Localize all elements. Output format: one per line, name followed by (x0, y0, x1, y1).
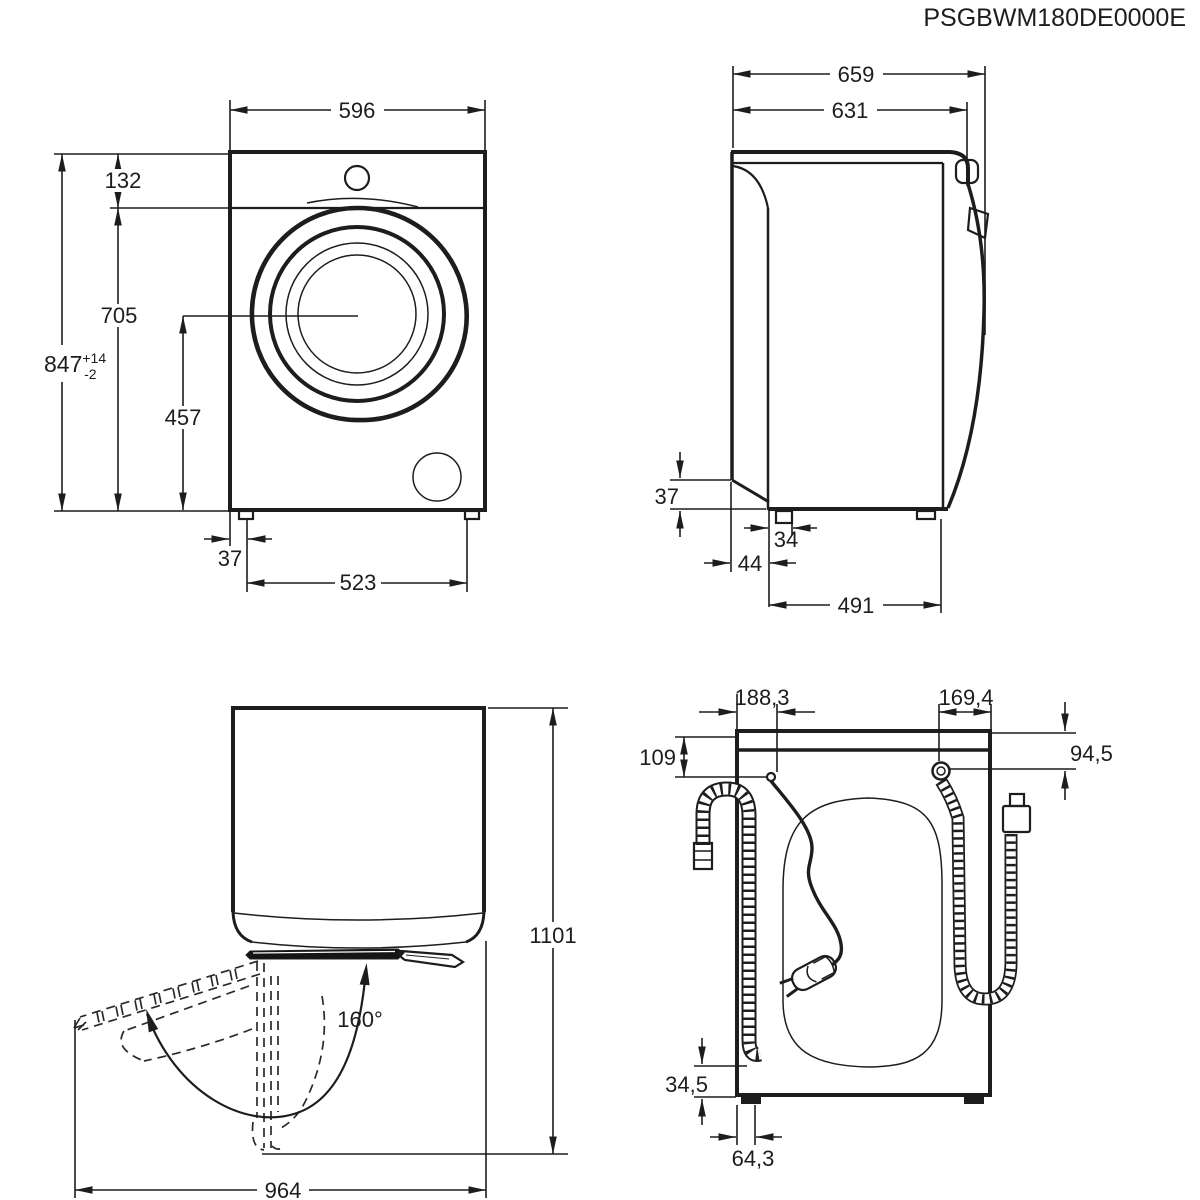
dim-label-drain-x: 64,3 (732, 1146, 775, 1171)
dim-side-front-inset: 44 (704, 482, 796, 576)
dim-label-depth-body: 631 (832, 98, 869, 123)
dim-label-foot-spacing: 523 (340, 570, 377, 595)
rear-right-foot (964, 1095, 984, 1104)
dim-rear-cord-y: 109 (639, 736, 766, 778)
rear-view: 188,3 169,4 109 94,5 34,5 (639, 685, 1113, 1171)
dim-label-depth-door-open: 1101 (529, 923, 576, 948)
dim-rear-inlet-x: 169,4 (938, 685, 994, 761)
top-view: 160° 1101 964 (73, 706, 581, 1200)
dim-front-door-center: 457 (162, 316, 205, 510)
door-handle-top (398, 949, 466, 969)
dim-front-height: 847+14-2 (40, 153, 247, 512)
arc-arrowhead-open (146, 1009, 159, 1033)
dim-label-plinth-height: 37 (655, 484, 679, 509)
dim-front-panel-to-floor: 705 (97, 208, 142, 511)
top-machine-outline (231, 706, 486, 969)
side-rear-foot (915, 509, 937, 521)
inlet-hose-nub (1008, 792, 1026, 808)
dim-front-panel-height: 132 (100, 154, 230, 209)
door-swing-positions (73, 960, 326, 1151)
dim-label-panel-to-floor: 705 (101, 303, 138, 328)
side-front-foot (774, 509, 794, 525)
drain-filter-cap (412, 452, 462, 502)
side-view: 659 631 37 34 44 (655, 62, 990, 618)
dim-rear-drain-x: 64,3 (710, 1105, 782, 1171)
rear-left-foot (741, 1095, 761, 1104)
power-cord (765, 771, 844, 998)
rear-machine-outline (735, 729, 992, 1104)
dim-side-foot-spacing: 491 (769, 519, 942, 618)
dim-side-depth-body: 631 (733, 98, 968, 186)
dim-label-panel-height: 132 (105, 168, 142, 193)
drain-hose (692, 781, 762, 1062)
door-glass-inner (297, 254, 417, 374)
dim-label-cord-y: 109 (639, 745, 676, 770)
dim-front-foot-inset: 37 (204, 512, 272, 592)
dim-rear-cord-x: 188,3 (699, 685, 815, 772)
open-door-rib-marks (96, 968, 238, 1023)
dim-label-width-door-open: 964 (265, 1178, 302, 1200)
dim-front-foot-spacing: 523 (247, 519, 468, 595)
door-gasket-outer (249, 205, 469, 423)
dim-rear-drain-clearance: 34,5 (665, 1038, 747, 1125)
closed-door-edge (245, 948, 405, 960)
dim-side-plinth-height: 37 (655, 452, 766, 537)
arc-arrowhead-closed (359, 963, 370, 986)
cord-anchor (765, 771, 777, 783)
dim-label-inlet-y: 94,5 (1070, 741, 1113, 766)
front-left-foot (237, 509, 255, 521)
dim-front-width: 596 (229, 98, 486, 150)
door-top-trim-arc (306, 197, 419, 208)
front-right-foot (463, 509, 481, 521)
dim-label-door-angle: 160° (337, 1007, 383, 1032)
door-swing-arc: 160° (145, 963, 383, 1119)
side-machine-outline (730, 150, 990, 525)
dim-side-foot-width: 34 (744, 511, 817, 607)
side-door-bulge (946, 183, 986, 509)
dim-label-front-width: 596 (339, 98, 376, 123)
front-view: 596 847+14-2 132 705 457 (40, 98, 487, 595)
door-glass-outer (285, 242, 429, 386)
inlet-hose (931, 761, 1032, 1006)
power-plug (779, 954, 838, 998)
dim-label-front-height: 847+14-2 (44, 350, 106, 382)
dim-label-front-inset: 44 (738, 551, 762, 576)
dim-top-width-door-open: 964 (74, 941, 487, 1200)
dim-label-side-foot-spacing: 491 (838, 593, 875, 618)
dim-top-depth-door-open: 1101 (262, 707, 581, 1155)
drain-hose-connector (692, 841, 714, 871)
dim-label-foot-inset: 37 (218, 546, 242, 571)
door-ring (268, 225, 446, 403)
detergent-knob (343, 164, 371, 192)
dim-rear-inlet-y: 94,5 (950, 702, 1113, 800)
dim-label-foot-width: 34 (774, 527, 798, 552)
inlet-hose-connector (1001, 804, 1032, 834)
front-machine-outline (183, 150, 487, 521)
inlet-anchor (931, 761, 951, 781)
dim-label-cord-x: 188,3 (734, 685, 789, 710)
drawing-title: PSGBWM180DE0000E (923, 4, 1186, 32)
tub-outline (782, 797, 943, 1068)
dim-label-drain-clearance: 34,5 (665, 1072, 708, 1097)
dim-label-depth-total: 659 (838, 62, 875, 87)
dim-label-inlet-x: 169,4 (938, 685, 993, 710)
dim-label-door-center: 457 (165, 405, 202, 430)
